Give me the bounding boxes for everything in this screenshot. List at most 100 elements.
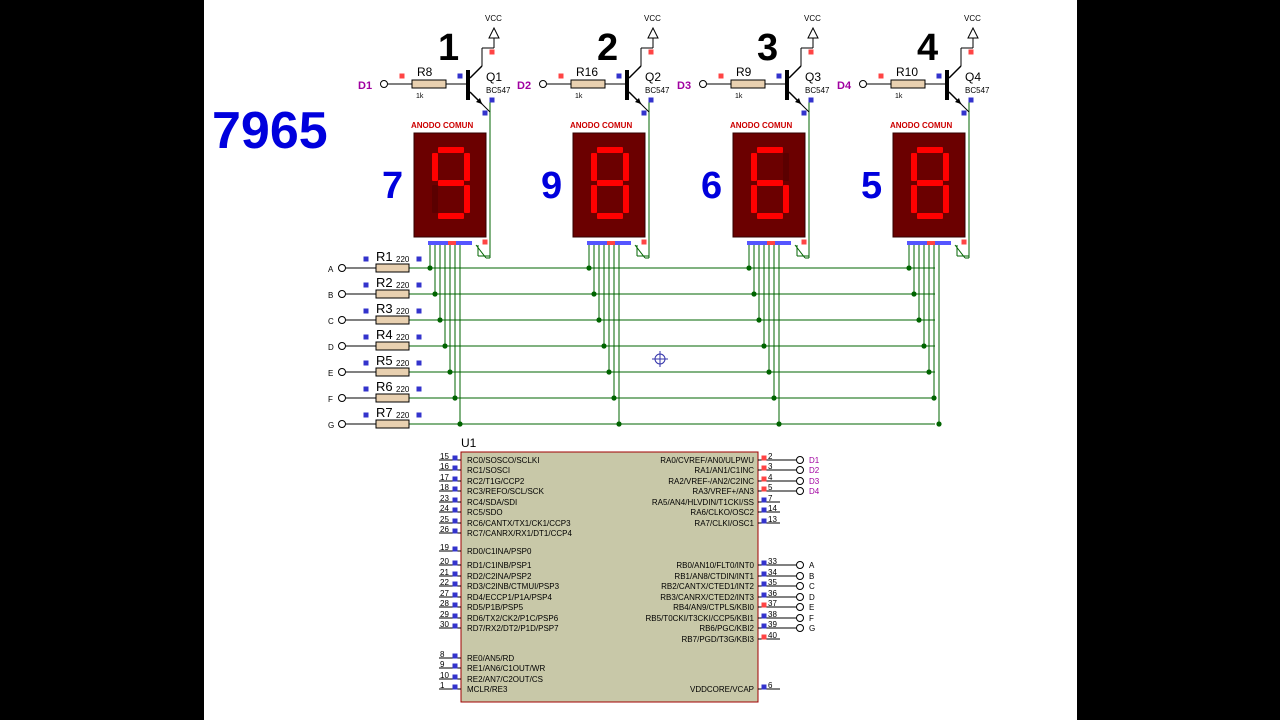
segment-b (464, 153, 470, 181)
pin-state-marker (761, 613, 767, 619)
pin-state-marker (452, 476, 458, 482)
chip-pin-number: 8 (440, 650, 445, 659)
pin-state-marker (363, 386, 369, 392)
vcc-label: VCC (804, 14, 821, 23)
base-resistor-value: 1k (416, 93, 424, 100)
display-pin-strip-active (448, 241, 456, 245)
base-resistor-ref: R8 (417, 65, 433, 79)
segment-b (623, 153, 629, 181)
pin-state-marker (558, 73, 564, 79)
pin-state-marker (961, 239, 967, 245)
segment-a (597, 147, 623, 153)
digit-net-label: D4 (837, 80, 852, 92)
segment-g (917, 180, 943, 186)
digit-position-number: 3 (757, 27, 778, 69)
junction-dot (601, 343, 607, 349)
pin-state-marker (968, 97, 974, 103)
emitter-lead (640, 103, 650, 113)
transistor-collector (788, 65, 802, 79)
pin-state-marker (761, 518, 767, 524)
pin-state-marker (452, 528, 458, 534)
display-value-label: 7965 (212, 102, 328, 160)
net-terminal (796, 593, 804, 601)
transistor-collector (469, 65, 483, 79)
pin-state-marker (416, 256, 422, 262)
net-label: C (809, 582, 815, 591)
pin-state-marker (641, 110, 647, 116)
segment-port-label: G (328, 421, 334, 430)
segment-e (751, 185, 757, 213)
segment-e (911, 185, 917, 213)
port-terminal (338, 316, 346, 324)
display-pin-strip-active (607, 241, 615, 245)
chip-pin-name: RC7/CANRX/RX1/DT1/CCP4 (467, 529, 572, 538)
transistor-collector (948, 65, 962, 79)
chip-pin-name: RA6/CLKO/OSC2 (690, 508, 754, 517)
vcc-arrow (807, 26, 819, 39)
segment-f (432, 153, 438, 181)
chip-pin-name: RC4/SDA/SDI (467, 498, 517, 507)
chip-pin-number: 25 (440, 515, 449, 524)
segment-c (783, 185, 789, 213)
segment-g (438, 180, 464, 186)
segment-resistor (375, 367, 410, 377)
pin-state-marker (761, 602, 767, 608)
junction-dot (771, 395, 777, 401)
chip-pin-number: 35 (768, 578, 777, 587)
net-label: D1 (809, 456, 820, 465)
transistor-ref-label: Q3 (805, 70, 821, 84)
net-label: A (809, 561, 815, 570)
chip-pin-name: RA1/AN1/C1INC (694, 466, 754, 475)
net-terminal (796, 624, 804, 632)
resistor-ref-label: R6 (376, 379, 393, 394)
junction-dot (921, 343, 927, 349)
junction-dot (926, 369, 932, 375)
chip-pin-name: RA0/CVREF/AN0/ULPWU (660, 456, 754, 465)
display-type-label: ANODO COMUN (411, 121, 473, 130)
net-label: E (809, 603, 814, 612)
segment-b (783, 153, 789, 181)
chip-pin-number: 23 (440, 494, 449, 503)
port-terminal (338, 420, 346, 428)
pin-state-marker (416, 360, 422, 366)
net-label: D2 (809, 466, 820, 475)
net-terminal (796, 466, 804, 474)
pin-state-marker (363, 412, 369, 418)
resistor-ref-label: R3 (376, 301, 393, 316)
junction-dot (447, 369, 453, 375)
pin-state-marker (482, 239, 488, 245)
pin-state-marker (452, 497, 458, 503)
resistor-value-label: 220 (396, 307, 410, 316)
resistor-value-label: 220 (396, 385, 410, 394)
digit-terminal (859, 80, 867, 88)
segment-d (597, 213, 623, 219)
transistor-base-bar (945, 70, 949, 100)
chip-pin-name: RC0/SOSCO/SCLKI (467, 456, 539, 465)
vcc-label: VCC (485, 14, 502, 23)
junction-dot (916, 317, 922, 323)
junction-dot (611, 395, 617, 401)
segment-c (943, 185, 949, 213)
pin-state-marker (761, 476, 767, 482)
pin-state-marker (452, 518, 458, 524)
base-resistor (570, 79, 606, 89)
vcc-label: VCC (644, 14, 661, 23)
junction-dot (911, 291, 917, 297)
chip-pin-number: 5 (768, 483, 773, 492)
transistor-part-label: BC547 (486, 86, 511, 95)
digit-value-label: 5 (861, 165, 882, 207)
junction-dot (931, 395, 937, 401)
net-terminal (796, 561, 804, 569)
pin-state-marker (968, 49, 974, 55)
chip-pin-name: RB7/PGD/T3G/KBI3 (682, 635, 755, 644)
segment-port-label: A (328, 265, 334, 274)
pin-state-marker (761, 571, 767, 577)
base-resistor-value: 1k (735, 93, 743, 100)
resistor-ref-label: R7 (376, 405, 393, 420)
chip-pin-number: 9 (440, 660, 445, 669)
segment-d (438, 213, 464, 219)
junction-dot (761, 343, 767, 349)
pin-state-marker (761, 684, 767, 690)
transistor-collector (628, 65, 642, 79)
chip-pin-number: 38 (768, 610, 777, 619)
